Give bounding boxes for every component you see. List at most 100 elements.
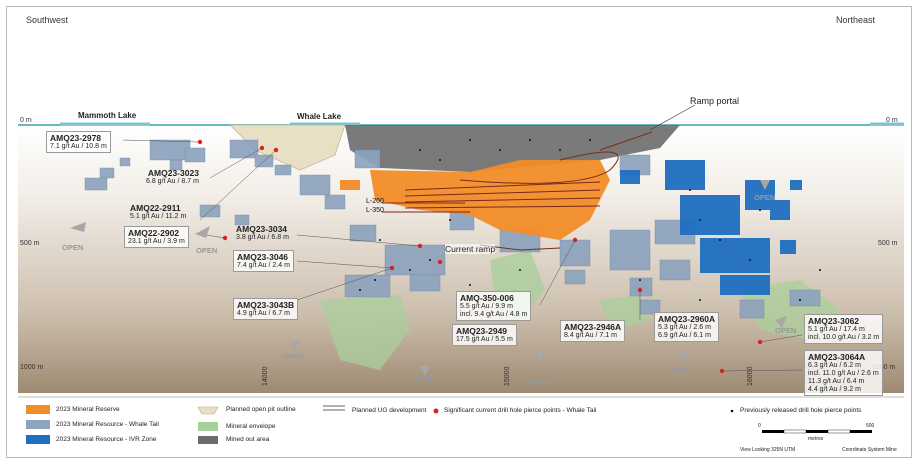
legend-significant-symbol	[433, 408, 439, 414]
hole-id: AMQ23-2960A	[658, 314, 716, 324]
hole-label-amq22-2911: AMQ22-2911 5.1 g/t Au / 11.2 m	[130, 203, 186, 221]
legend-whale-swatch	[26, 420, 50, 429]
hole-label-amq23-3046: AMQ23-3046 7.4 g/t Au / 2.4 m	[233, 250, 294, 272]
legend-mined-label: Mined out area	[226, 436, 270, 443]
hole-label-amq23-2949: AMQ23-2949 17.5 g/t Au / 5.5 m	[452, 324, 517, 346]
hole-result: 6.3 g/t Au / 6.2 m	[808, 362, 861, 369]
legend-ivr-label: 2023 Mineral Resource - IVR Zone	[56, 436, 157, 443]
open-label: OPEN	[528, 378, 550, 387]
resource-ivr-zone	[620, 160, 802, 295]
figure-frame	[6, 6, 912, 458]
hole-id: AMQ23-3064A	[808, 352, 866, 362]
legend-envelope-label: Mineral envelope	[226, 423, 276, 430]
legend-pit-label: Planned open pit outline	[226, 406, 296, 413]
hole-result: 6.8 g/t Au / 8.7 m	[146, 178, 199, 185]
ramp-portal-label: Ramp portal	[690, 96, 740, 106]
hole-result: incl. 9.4 g/t Au / 4.8 m	[460, 311, 528, 318]
ramp	[382, 131, 653, 251]
view-label: View Looking 325N UTM	[740, 447, 796, 453]
hole-result: 11.3 g/t Au / 6.4 m	[808, 378, 865, 385]
legend-ug-symbol	[323, 405, 345, 411]
easting-15000: 15000	[504, 366, 511, 386]
hole-result: 23.1 g/t Au / 3.9 m	[128, 238, 185, 245]
legend-pit-symbol	[197, 406, 219, 415]
hole-id: AMQ23-3034	[236, 224, 288, 234]
level-l350-label: L-350	[366, 207, 384, 214]
depth-0-right: 0 m	[886, 117, 898, 124]
coords-label: Coordinate System Mine	[842, 447, 897, 453]
open-label: OPEN	[754, 193, 776, 202]
legend-ivr-swatch	[26, 435, 50, 444]
hole-id: AMQ23-3023	[147, 168, 199, 178]
scale-bar	[762, 429, 872, 434]
hole-label-amq23-2946a: AMQ23-2946A 8.4 g/t Au / 7.1 m	[560, 320, 626, 342]
hole-result: 4.4 g/t Au / 9.2 m	[808, 386, 861, 393]
legend-significant-label: Significant current drill hole pierce po…	[444, 407, 597, 414]
current-ramp-label: Current ramp	[445, 244, 496, 254]
scale-unit-label: metres	[808, 436, 824, 442]
easting-16000: 16000	[747, 366, 754, 386]
ramp-portal-leader	[649, 104, 696, 131]
legend-ug-label: Planned UG development	[352, 407, 427, 414]
direction-northeast: Northeast	[836, 15, 876, 25]
hole-id: AMQ23-2949	[456, 326, 508, 336]
hole-id: AMQ23-3046	[237, 252, 289, 262]
depth-500-left: 500 m	[20, 240, 40, 247]
hole-label-amq23-3062: AMQ23-3062 5.1 g/t Au / 17.4 m incl. 10.…	[804, 314, 884, 344]
hole-label-amq23-3043b: AMQ23-3043B 4.9 g/t Au / 6.7 m	[233, 298, 299, 320]
hole-label-amq23-3023: AMQ23-3023 6.8 g/t Au / 8.7 m	[146, 168, 199, 186]
legend-envelope-symbol	[198, 422, 218, 431]
legend-whale-label: 2023 Mineral Resource - Whale Tail	[56, 421, 159, 428]
legend-previous-symbol	[730, 409, 734, 413]
depth-1000-left: 1000 m	[20, 364, 44, 371]
hole-result: 6.9 g/t Au / 6.1 m	[658, 332, 711, 339]
open-label: OPEN	[671, 366, 693, 375]
scale-left-label: 0	[758, 423, 761, 429]
hole-id: AMQ23-3062	[808, 316, 860, 326]
open-label: OPEN	[414, 374, 436, 383]
hole-result: 17.5 g/t Au / 5.5 m	[456, 336, 513, 343]
legend-previous-label: Previously released drill hole pierce po…	[740, 407, 862, 414]
hole-id: AMQ22-2911	[130, 203, 181, 213]
hole-label-amq23-3034: AMQ23-3034 3.8 g/t Au / 6.8 m	[236, 224, 289, 242]
easting-ticks	[271, 380, 758, 392]
hole-result: 8.4 g/t Au / 7.1 m	[564, 332, 617, 339]
hole-label-amq23-3064a: AMQ23-3064A 6.3 g/t Au / 6.2 m incl. 11.…	[804, 350, 883, 396]
hole-result: incl. 10.0 g/t Au / 3.2 m	[808, 334, 880, 341]
hole-result: 5.3 g/t Au / 2.6 m	[658, 324, 711, 331]
open-label: OPEN	[775, 326, 797, 335]
previous-pierce-points	[359, 139, 821, 301]
hole-id: AMQ23-3043B	[237, 300, 295, 310]
hole-label-amq22-2902: AMQ22-2902 23.1 g/t Au / 3.9 m	[124, 226, 189, 248]
hole-result: 5.1 g/t Au / 17.4 m	[808, 326, 865, 333]
hole-result: 4.9 g/t Au / 6.7 m	[237, 310, 290, 317]
hole-id: AMQ-350-006	[460, 293, 514, 303]
hole-label-amq-350-006: AMQ-350-006 5.5 g/t Au / 9.9 m incl. 9.4…	[456, 291, 532, 321]
lake-label-whale: Whale Lake	[297, 112, 342, 121]
easting-14000: 14000	[262, 366, 269, 386]
hole-label-amq23-2978: AMQ23-2978 7.1 g/t Au / 10.8 m	[46, 131, 111, 153]
open-arrows	[70, 180, 787, 376]
hole-id: AMQ23-2946A	[564, 322, 622, 332]
hole-result: 5.5 g/t Au / 9.9 m	[460, 303, 513, 310]
legend-reserve-swatch	[26, 405, 50, 414]
direction-southwest: Southwest	[26, 15, 69, 25]
open-label: OPEN	[283, 352, 305, 361]
depth-0-left: 0 m	[20, 117, 32, 124]
lake-label-mammoth: Mammoth Lake	[78, 111, 137, 120]
hole-id: AMQ22-2902	[128, 228, 180, 238]
leader-lines	[122, 139, 803, 372]
legend-mined-symbol	[198, 436, 218, 444]
hole-result: 7.4 g/t Au / 2.4 m	[237, 262, 290, 269]
level-l260-label: L-260	[366, 198, 384, 205]
scale-right-label: 500	[866, 423, 875, 429]
hole-result: 3.8 g/t Au / 6.8 m	[236, 234, 289, 241]
legend-reserve-label: 2023 Mineral Reserve	[56, 406, 120, 413]
hole-result: 7.1 g/t Au / 10.8 m	[50, 143, 107, 150]
open-label: OPEN	[196, 246, 218, 255]
hole-label-amq23-2960a: AMQ23-2960A 5.3 g/t Au / 2.6 m 6.9 g/t A…	[654, 312, 720, 342]
hole-id: AMQ23-2978	[50, 133, 102, 143]
hole-result: incl. 11.0 g/t Au / 2.6 m	[808, 370, 879, 377]
hole-result: 5.1 g/t Au / 11.2 m	[130, 213, 187, 220]
